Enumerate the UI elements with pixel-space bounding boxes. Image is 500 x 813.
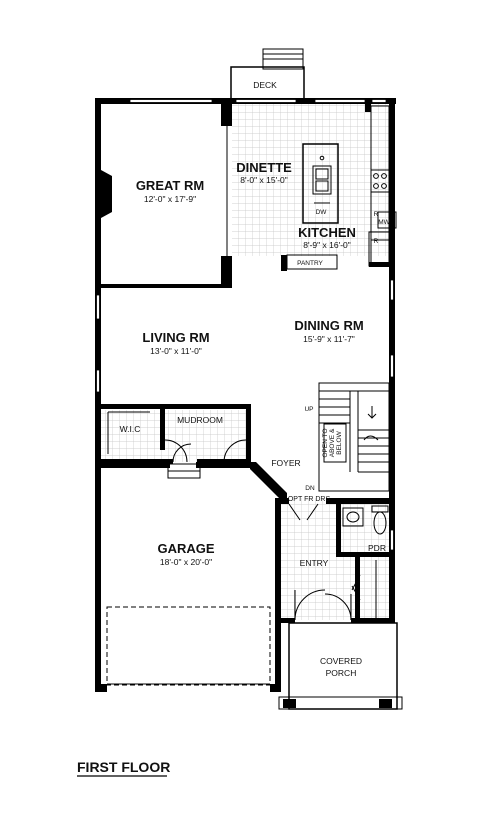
pantry-label: PANTRY: [297, 260, 323, 267]
r2-label: R: [374, 238, 379, 245]
garage-walls: [95, 462, 287, 692]
pdr-label: PDR: [368, 543, 386, 553]
kitchen-dims: 8'-9" x 16'-0": [303, 240, 351, 250]
deck-label: DECK: [253, 80, 277, 90]
dining-rm-dims: 15'-9" x 11'-7": [303, 334, 355, 344]
entry-label: ENTRY: [300, 558, 329, 568]
entry-pdr: [281, 498, 395, 623]
dw-label: DW: [316, 209, 328, 216]
deck: DECK: [230, 48, 305, 101]
svg-text:BELOW: BELOW: [336, 430, 343, 454]
floor-title: FIRST FLOOR: [77, 759, 170, 777]
up-label: UP: [304, 406, 313, 413]
foyer-label: FOYER: [271, 458, 300, 468]
svg-text:ABOVE &: ABOVE &: [329, 428, 336, 457]
mudroom-label: MUDROOM: [177, 415, 223, 425]
kitchen-label: KITCHEN: [298, 225, 356, 240]
tiled-floors: [101, 104, 393, 620]
opt-fr-drs-label: OPT FR DRS: [288, 496, 331, 503]
windows-side: [96, 279, 394, 551]
covered-porch: [278, 622, 403, 710]
open-to-above-label: OPEN TO ABOVE & BELOW: [322, 428, 343, 457]
dinette-label: DINETTE: [236, 160, 292, 175]
windows-top: [129, 99, 387, 103]
wic-label: W.I.C: [120, 424, 141, 434]
living-rm-label: LIVING RM: [142, 330, 209, 345]
mw-label: MW: [378, 219, 390, 226]
r-label: R: [374, 211, 379, 218]
dining-rm-label: DINING RM: [294, 318, 363, 333]
wic-mudroom: [101, 404, 251, 479]
great-rm-dims: 12'-0" x 17'-9": [144, 194, 196, 204]
dinette-dims: 8'-0" x 15'-0": [240, 175, 288, 185]
svg-text:OPEN TO: OPEN TO: [322, 428, 329, 457]
garage-label: GARAGE: [157, 541, 214, 556]
floor-title-text: FIRST FLOOR: [77, 759, 170, 775]
covered-porch-label-1: COVERED: [320, 656, 362, 666]
great-room-walls: [101, 104, 232, 288]
stairs: OPEN TO ABOVE & BELOW UP DN: [304, 382, 390, 492]
covered-porch-label-2: PORCH: [326, 668, 357, 678]
great-rm-label: GREAT RM: [136, 178, 204, 193]
dn-label: DN: [305, 485, 315, 492]
garage-dims: 18'-0" x 20'-0": [160, 557, 212, 567]
kitchen-fixtures: MW R R DW PANTRY: [281, 105, 397, 271]
living-rm-dims: 13'-0" x 11'-0": [150, 346, 202, 356]
room-labels: GREAT RM 12'-0" x 17'-9" DINETTE 8'-0" x…: [120, 160, 386, 678]
